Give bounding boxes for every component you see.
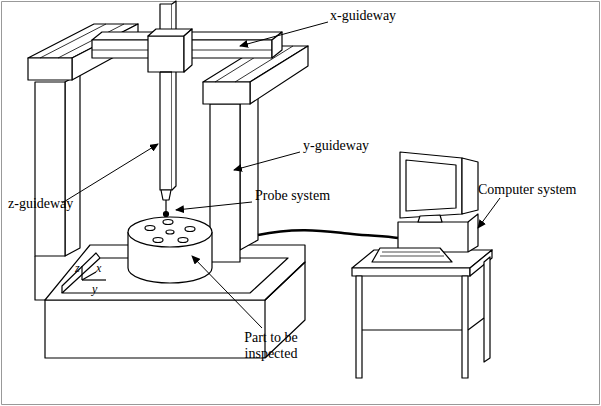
probe-tip: [164, 212, 169, 217]
part-top: [128, 217, 212, 247]
z-axis: [81, 266, 82, 280]
leader-line: [478, 198, 500, 228]
axis-label: x: [96, 262, 101, 274]
part-label: x-guideway: [330, 8, 396, 24]
part-hole: [185, 227, 195, 232]
z-ram-edge: [160, 71, 172, 72]
part-hole: [166, 230, 174, 234]
part-label: Computer system: [478, 182, 576, 198]
column-edge: [35, 256, 45, 300]
probe-stylus: [165, 200, 166, 212]
leader-lines: [62, 22, 500, 328]
leader-line: [240, 22, 328, 46]
axis-label: y: [92, 283, 97, 295]
keyboard: [372, 248, 452, 262]
leader-line: [192, 256, 262, 328]
monitor-front: [400, 152, 462, 218]
column-front: [35, 82, 65, 256]
column-side: [65, 74, 80, 256]
data-cable: [258, 230, 398, 238]
table-leg: [462, 276, 468, 378]
part-hole: [153, 238, 163, 243]
carriage-side: [184, 29, 192, 72]
x-axis: [82, 272, 96, 280]
column-front: [210, 104, 240, 262]
part-hole: [145, 226, 155, 231]
axis-label: z: [75, 262, 80, 274]
computer-case: [398, 214, 478, 252]
part-label: y-guideway: [303, 138, 369, 154]
inspected-part: [128, 217, 212, 283]
rail-front: [28, 58, 72, 80]
probe-head: [161, 190, 171, 200]
carriage-front: [148, 36, 184, 72]
leader-line: [176, 202, 252, 210]
z-carriage: [148, 1, 192, 190]
monitor-side: [462, 158, 478, 214]
rail-front: [203, 82, 250, 104]
part-hole: [178, 238, 188, 243]
y-axis: [82, 279, 106, 280]
table-leg: [484, 257, 490, 362]
table-rail: [362, 318, 484, 330]
probe: [161, 190, 171, 217]
part-label: z-guideway: [8, 196, 73, 212]
monitor-screen: [406, 160, 456, 211]
table-leg: [356, 276, 362, 378]
part-hole: [163, 220, 173, 225]
computer-station: [352, 152, 492, 378]
column-side: [240, 94, 258, 250]
keyboard-keys: [380, 252, 444, 256]
case-edge: [467, 222, 468, 252]
axis-triad: [82, 266, 106, 280]
part-label: Part to be inspected: [226, 330, 316, 362]
left-column: [28, 24, 138, 300]
monitor-stand: [418, 215, 442, 222]
table-edge: [352, 268, 470, 276]
leader-line: [234, 152, 300, 170]
part-label: Probe system: [255, 188, 330, 204]
leader-line: [62, 144, 158, 203]
